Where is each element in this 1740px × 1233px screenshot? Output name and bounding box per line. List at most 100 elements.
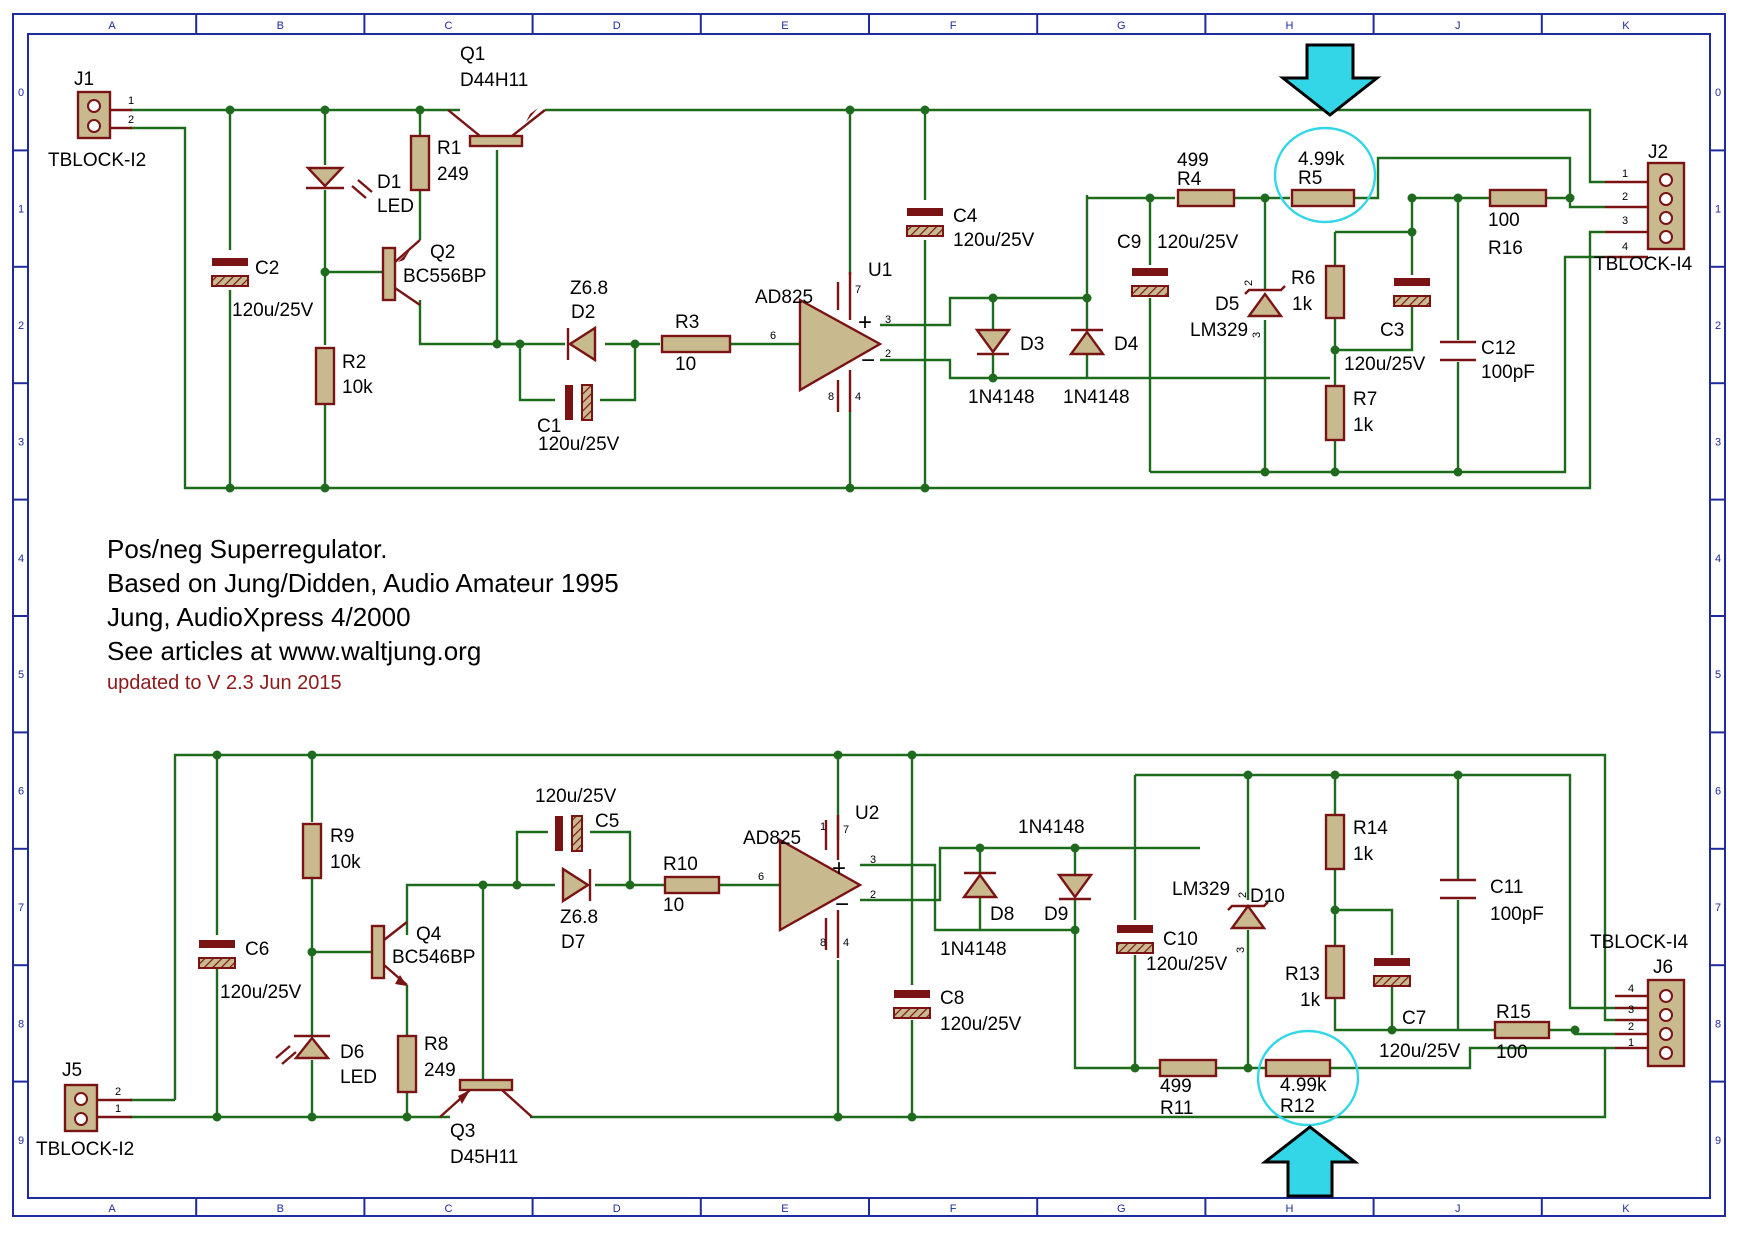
svg-text:2: 2: [1628, 1021, 1634, 1033]
svg-text:C10: C10: [1163, 929, 1198, 950]
svg-text:1: 1: [128, 95, 134, 107]
svg-text:1N4148: 1N4148: [1018, 817, 1085, 838]
svg-text:120u/25V: 120u/25V: [535, 786, 617, 807]
svg-text:C2: C2: [255, 258, 279, 279]
svg-text:Q2: Q2: [430, 242, 455, 263]
svg-text:BC546BP: BC546BP: [392, 947, 475, 968]
svg-text:Q1: Q1: [460, 44, 485, 65]
svg-text:120u/25V: 120u/25V: [1157, 232, 1239, 253]
svg-text:J6: J6: [1653, 957, 1673, 978]
row-label-right: 6: [1715, 786, 1721, 798]
capacitor-c11: C11 100pF: [1440, 877, 1544, 925]
svg-text:R8: R8: [424, 1034, 448, 1055]
svg-text:D10: D10: [1250, 886, 1285, 907]
svg-text:100pF: 100pF: [1481, 362, 1535, 383]
svg-text:249: 249: [424, 1060, 456, 1081]
svg-text:C5: C5: [595, 811, 619, 832]
resistor-r14: R14 1k: [1324, 813, 1388, 871]
row-label-left: 1: [18, 204, 24, 216]
svg-text:7: 7: [843, 824, 849, 836]
upper-wires: [130, 108, 1605, 490]
capacitor-c8: C8 120u/25V: [893, 988, 1022, 1035]
svg-text:1: 1: [1622, 168, 1628, 180]
svg-text:120u/25V: 120u/25V: [953, 230, 1035, 251]
resistor-r13: R13 1k: [1285, 944, 1346, 1011]
down-arrow-icon: [1278, 43, 1382, 117]
row-label-left: 3: [18, 436, 24, 448]
transistor-q1: Q1 D44H11: [447, 44, 546, 148]
capacitor-c10: C10 120u/25V: [1116, 925, 1228, 975]
column-label-bottom: F: [950, 1203, 957, 1215]
row-label-right: 0: [1715, 87, 1721, 99]
capacitor-c5: 120u/25V C5: [535, 786, 619, 852]
capacitor-c7: C7 120u/25V: [1373, 958, 1461, 1062]
diode-d3: D3 1N4148: [968, 328, 1044, 408]
capacitor-c3: C3 120u/25V: [1344, 278, 1431, 375]
svg-text:C1: C1: [537, 416, 561, 437]
diode-d9: D9 1N4148: [1018, 817, 1094, 925]
svg-text:D1: D1: [377, 172, 401, 193]
column-label-top: E: [781, 20, 788, 32]
svg-text:D6: D6: [340, 1042, 364, 1063]
zener-d2: Z6.8 D2: [566, 278, 608, 363]
svg-text:R10: R10: [663, 854, 698, 875]
column-label-bottom: G: [1117, 1203, 1126, 1215]
opamp-u2: + − U2 AD825 3 2 6 1 7 8 4: [743, 803, 879, 958]
svg-text:120u/25V: 120u/25V: [1146, 954, 1228, 975]
svg-text:2: 2: [115, 1086, 121, 1098]
row-label-left: 5: [18, 669, 24, 681]
svg-text:C3: C3: [1380, 320, 1404, 341]
diode-d4: D4 1N4148: [1063, 328, 1139, 408]
reference-d5: 2 3 D5 LM329: [1190, 280, 1286, 341]
svg-text:2: 2: [885, 348, 891, 360]
svg-text:1N4148: 1N4148: [968, 387, 1035, 408]
capacitor-c6: C6 120u/25V: [198, 939, 302, 1003]
drawing-frame: [12, 13, 1726, 1217]
svg-text:120u/25V: 120u/25V: [232, 300, 314, 321]
note-line4: See articles at www.waltjung.org: [107, 636, 481, 666]
svg-text:J2: J2: [1648, 142, 1668, 163]
svg-text:120u/25V: 120u/25V: [538, 434, 620, 455]
svg-text:D4: D4: [1114, 334, 1139, 355]
svg-text:1: 1: [1628, 1037, 1634, 1049]
svg-text:4.99k: 4.99k: [1298, 149, 1345, 170]
svg-text:TBLOCK-I2: TBLOCK-I2: [36, 1139, 134, 1160]
svg-text:249: 249: [437, 164, 469, 185]
svg-text:R4: R4: [1177, 169, 1202, 190]
reference-d10: 2 3 LM329 D10: [1172, 879, 1285, 953]
svg-text:6: 6: [770, 330, 776, 342]
resistor-r6: R6 1k: [1291, 264, 1346, 320]
svg-text:TBLOCK-I4: TBLOCK-I4: [1594, 254, 1693, 275]
svg-text:R1: R1: [437, 138, 461, 159]
svg-text:D3: D3: [1020, 334, 1044, 355]
column-label-top: A: [108, 20, 116, 32]
capacitor-c9: C9 120u/25V: [1117, 232, 1239, 297]
svg-text:499: 499: [1177, 150, 1209, 171]
svg-text:U1: U1: [868, 260, 892, 281]
svg-text:120u/25V: 120u/25V: [940, 1014, 1022, 1035]
svg-text:4: 4: [843, 937, 849, 949]
row-label-left: 8: [18, 1018, 24, 1030]
j1-ref: J1: [74, 69, 94, 90]
svg-text:−: −: [861, 347, 875, 374]
column-label-bottom: A: [108, 1203, 116, 1215]
note-line2: Based on Jung/Didden, Audio Amateur 1995: [107, 568, 619, 598]
connector-j5: J5 TBLOCK-I2 2 1: [36, 1060, 134, 1160]
resistor-r5: 4.99k R5: [1290, 149, 1356, 208]
resistor-r9: R9 10k: [301, 822, 361, 880]
svg-text:D8: D8: [990, 904, 1014, 925]
row-label-left: 9: [18, 1135, 24, 1147]
note-update: updated to V 2.3 Jun 2015: [107, 672, 342, 694]
svg-text:BC556BP: BC556BP: [403, 266, 486, 287]
svg-text:1k: 1k: [1353, 415, 1374, 436]
column-label-bottom: C: [445, 1203, 453, 1215]
resistor-r10: R10 10: [663, 854, 721, 916]
svg-text:1: 1: [115, 1103, 121, 1115]
column-label-bottom: H: [1286, 1203, 1294, 1215]
column-label-top: D: [613, 20, 621, 32]
svg-text:4.99k: 4.99k: [1280, 1075, 1327, 1096]
svg-text:3: 3: [1235, 947, 1247, 953]
resistor-r4: 499 R4: [1176, 150, 1236, 208]
